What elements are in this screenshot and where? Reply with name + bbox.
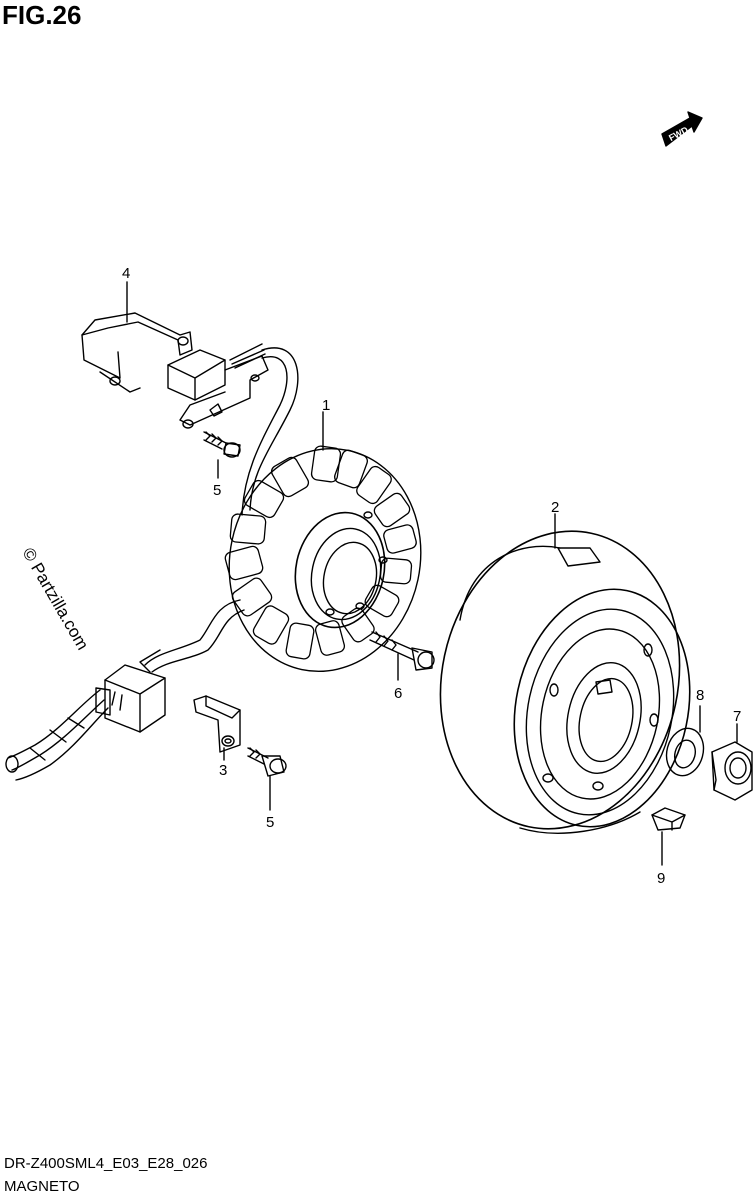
part-3-clamp — [193, 695, 241, 753]
callout-7: 7 — [733, 708, 741, 725]
stator-wire-lead — [139, 599, 245, 673]
part-2-rotor — [439, 530, 691, 834]
callout-3: 3 — [219, 762, 227, 779]
part-8-washer — [665, 727, 705, 777]
fwd-arrow-icon: FWD — [661, 111, 703, 147]
wire-connector — [95, 664, 166, 733]
part-9-key — [651, 807, 686, 831]
callout-4: 4 — [122, 265, 130, 282]
figure-title: FIG.26 — [2, 0, 82, 30]
part-5-upper-bolt — [203, 431, 241, 458]
part-1-stator — [224, 445, 422, 673]
callout-9: 9 — [657, 870, 665, 887]
part-4-bracket — [81, 312, 269, 429]
part-5-lower-bolt — [247, 747, 287, 777]
callout-1: 1 — [322, 397, 330, 414]
partzilla-watermark: © Partzilla.com — [19, 545, 93, 654]
part-7-nut — [711, 741, 753, 801]
callout-2: 2 — [551, 499, 559, 516]
part-6-bolt — [369, 631, 435, 671]
twisted-wire-bundle — [5, 689, 109, 781]
diagram-code: DR-Z400SML4_E03_E28_026 — [4, 1155, 208, 1172]
diagram-name: MAGNETO — [4, 1178, 80, 1195]
callout-5-lower: 5 — [266, 814, 274, 831]
callout-8: 8 — [696, 687, 704, 704]
callout-5-upper: 5 — [213, 482, 221, 499]
callout-6: 6 — [394, 685, 402, 702]
wire-harness — [241, 347, 299, 516]
